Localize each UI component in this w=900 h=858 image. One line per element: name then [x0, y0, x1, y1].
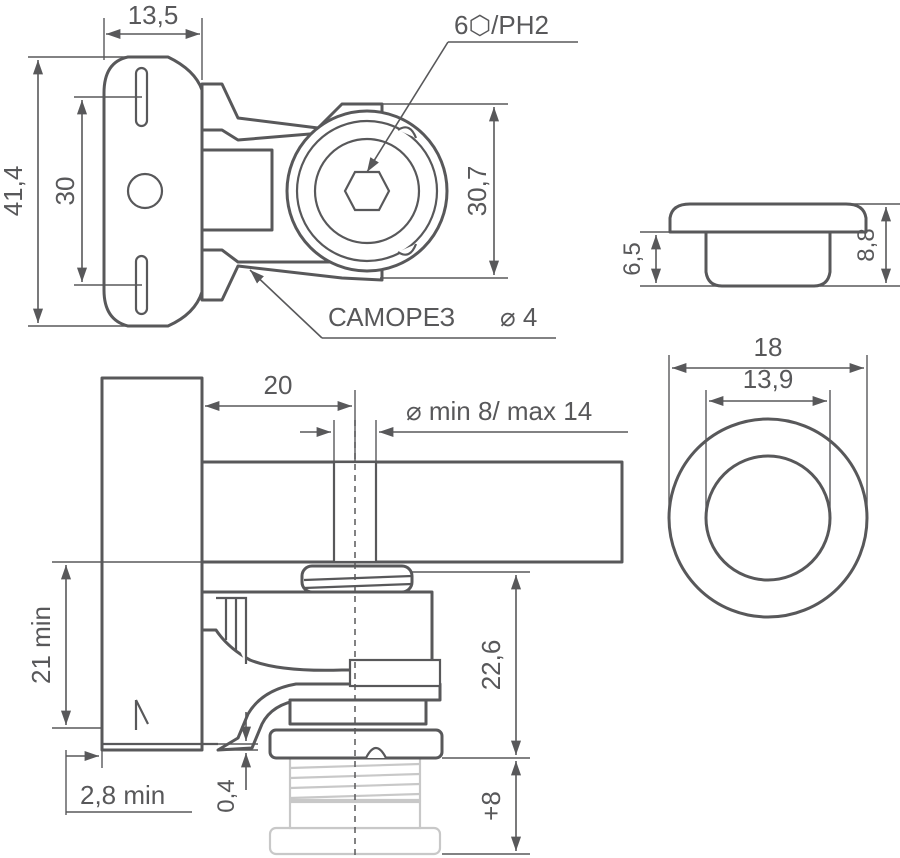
base-notch [365, 746, 387, 759]
cap-top-dimensions: 18 13,9 [668, 332, 868, 518]
dim-gap-04: 0,4 [213, 779, 240, 812]
front-view [100, 376, 624, 858]
ghost-collar [288, 800, 422, 830]
dim-cam-diameter: 30,7 [462, 166, 492, 217]
dim-offset-20: 20 [264, 370, 293, 400]
cap-top-view [667, 417, 869, 619]
dim-cap-outer: 18 [754, 332, 783, 362]
dim-height-226: 22,6 [476, 640, 506, 691]
dim-bolt-range: ⌀ min 8/ max 14 [406, 396, 592, 426]
center-hole [126, 172, 164, 210]
label-screw-diameter: ⌀ 4 [500, 302, 537, 332]
cam-head-lines [303, 574, 413, 590]
top-view [102, 55, 449, 328]
dim-hole-spacing: 30 [50, 177, 80, 206]
cap-flange [668, 202, 868, 234]
label-head-tool: 6⬡/PH2 [454, 10, 549, 40]
hinge-arm-detail [216, 596, 248, 664]
cap-side-dimensions: 6,5 8,8 [619, 203, 900, 287]
cam-notch-bottom [397, 243, 418, 256]
dim-cap-depth: 6,5 [619, 242, 646, 275]
base-collar [288, 698, 428, 726]
cap-side-view [668, 202, 868, 288]
dim-overall-height: 41,4 [0, 166, 28, 217]
top-view-dimensions: 13,5 41,4 30 30,7 6⬡/PH2 САМОРЕЗ ⌀ 4 [0, 0, 578, 339]
front-view-dimensions: 20 ⌀ min 8/ max 14 21 min 22,6 +8 2,8 mi… [26, 370, 628, 855]
dim-min-28: 2,8 min [80, 780, 165, 810]
dim-cap-inner: 13,9 [743, 364, 794, 394]
dim-min-21: 21 min [26, 606, 56, 684]
side-panel [100, 376, 204, 752]
cam-notch-top [397, 126, 418, 139]
hinge-arm [200, 590, 434, 672]
dim-plus-8: +8 [476, 791, 506, 821]
label-screw: САМОРЕЗ [328, 302, 455, 332]
arm-body [200, 148, 274, 232]
hex-socket-icon [343, 170, 391, 212]
base-step [348, 658, 442, 688]
base-flange [268, 728, 444, 760]
top-panel [200, 460, 624, 564]
dim-top-width: 13,5 [128, 0, 179, 30]
dim-cap-height: 8,8 [853, 228, 880, 261]
cap-inner-circle [704, 454, 832, 582]
base-plate [216, 682, 442, 752]
cap-body [704, 230, 832, 288]
